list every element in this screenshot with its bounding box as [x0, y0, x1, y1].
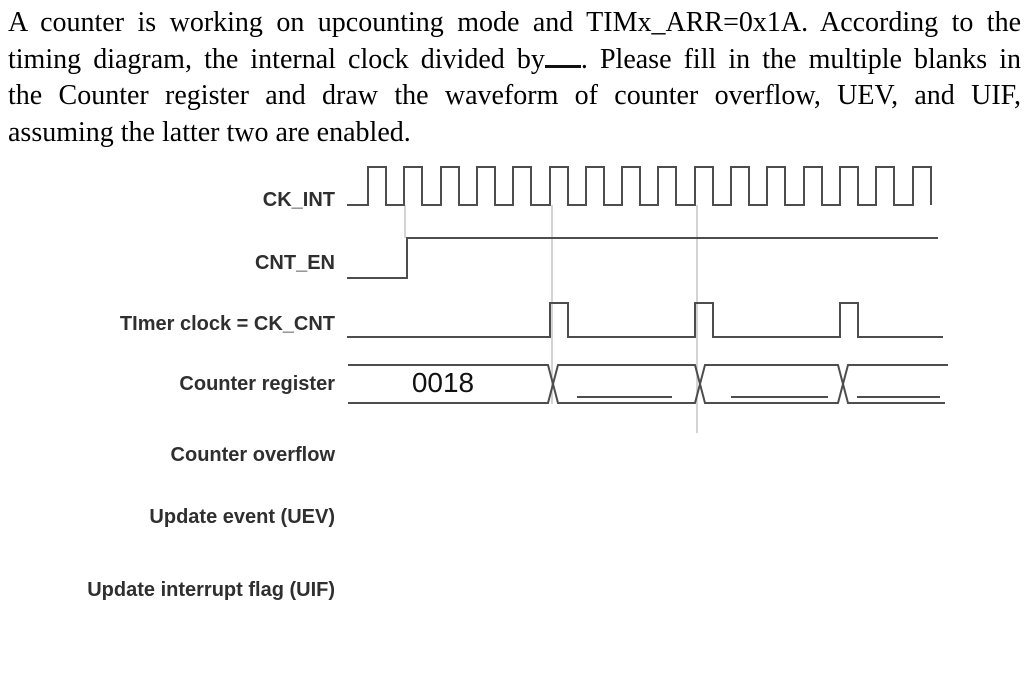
question-line-2-after: . Please fill in the multiple blanks in	[580, 43, 1022, 75]
question-line-2: timing diagram, the internal clock divid…	[8, 42, 1021, 79]
question-line-4: assuming the latter two are enabled.	[8, 116, 411, 148]
counter-register-bus-rail-bottom	[348, 364, 948, 404]
question-line-2-before: timing diagram, the internal clock divid…	[8, 43, 545, 75]
fill-in-blank-underline	[544, 59, 581, 68]
counter-register-value: 0018	[412, 367, 474, 398]
question-line-3: the Counter register and draw the wavefo…	[8, 80, 1021, 111]
ck-cnt-waveform	[347, 302, 943, 338]
cnt-en-waveform	[347, 237, 938, 279]
signal-label-counter-register: Counter register	[179, 373, 335, 395]
ck-int-waveform	[347, 166, 932, 206]
signal-label-ck-int: CK_INT	[262, 189, 335, 211]
question-line-1: A counter is working on upcounting mode …	[8, 7, 1021, 38]
signal-label-timer-clock-ck-cnt: TImer clock = CK_CNT	[119, 313, 335, 335]
signal-label-update-interrupt-flag-uif: Update interrupt flag (UIF)	[87, 579, 335, 601]
signal-label-cnt-en: CNT_EN	[254, 252, 335, 274]
signal-label-counter-overflow: Counter overflow	[170, 444, 335, 466]
signal-label-update-event-uev: Update event (UEV)	[149, 506, 335, 528]
question-text: A counter is working on upcounting mode …	[8, 5, 1021, 151]
